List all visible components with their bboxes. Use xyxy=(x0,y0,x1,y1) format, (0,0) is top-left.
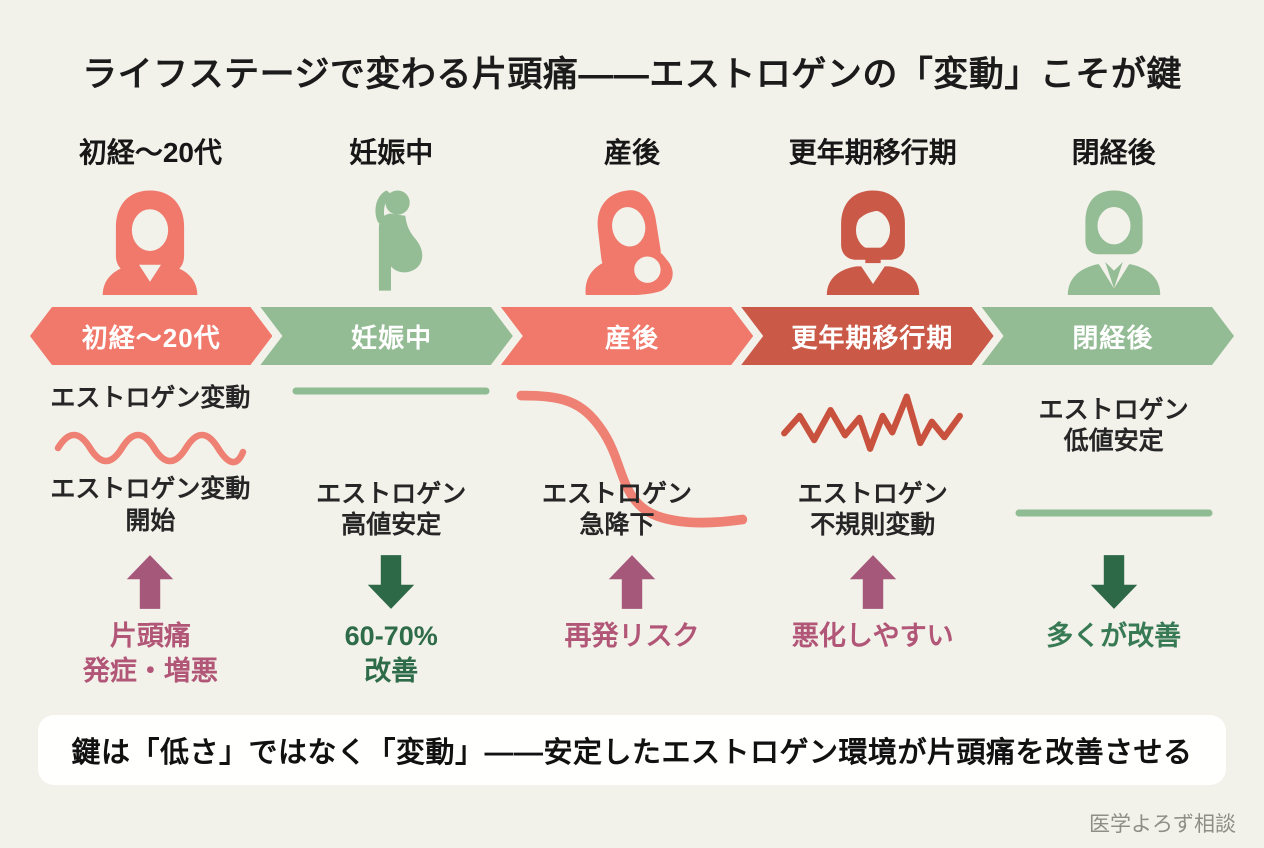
wave-line-icon xyxy=(54,432,247,466)
arrow-cell-postpartum xyxy=(512,551,753,613)
banner-segment-postpartum: 産後 xyxy=(501,307,753,365)
up-arrow-icon xyxy=(849,555,896,609)
down-arrow-icon xyxy=(367,555,415,609)
page-title: ライフステージで変わる片頭痛——エストロゲンの「変動」こそが鍵 xyxy=(82,55,1182,94)
high-stable-line-icon xyxy=(292,387,490,395)
irregular-zigzag-icon xyxy=(781,393,964,452)
stage-header-pregnancy: 妊娠中 xyxy=(349,137,434,168)
icon-cell-menarche-20s xyxy=(30,183,271,297)
arrow-cell-menarche-20s xyxy=(30,551,271,613)
outcome-perimenopause: 悪化しやすい xyxy=(791,621,954,651)
pattern-cell-postmenopause: エストロゲン 低値安定 xyxy=(993,381,1234,545)
pattern-cell-pregnancy: エストロゲン 高値安定 xyxy=(271,381,512,545)
outcome-postmenopause: 多くが改善 xyxy=(1046,621,1182,651)
credit-text: 医学よろず相談 xyxy=(1089,813,1236,836)
banner-segment-menarche-20s: 初経〜20代 xyxy=(30,307,272,365)
stage-icons-row xyxy=(0,183,1264,297)
estrogen-state-label: エストロゲン 不規則変動 xyxy=(797,479,948,539)
stage-header-perimenopause: 更年期移行期 xyxy=(788,137,957,168)
outcomes-row: 片頭痛 発症・増悪 60-70% 改善 再発リスク 悪化しやすい 多くが改善 xyxy=(0,619,1264,689)
outcome-pregnancy: 60-70% 改善 xyxy=(344,621,438,687)
arrow-cell-postmenopause xyxy=(993,551,1234,613)
banner-segment-pregnancy: 妊娠中 xyxy=(260,307,512,365)
estrogen-state-label: エストロゲン 急降下 xyxy=(541,479,692,539)
estrogen-fluctuation-caption: エストロゲン変動 xyxy=(50,384,251,412)
pattern-cell-menarche-20s: エストロゲン変動 エストロゲン変動 開始 xyxy=(30,381,271,545)
stage-header-postmenopause: 閉経後 xyxy=(1071,137,1156,168)
banner-segment-postmenopause: 閉経後 xyxy=(982,307,1234,365)
key-message-banner: 鍵は「低さ」ではなく「変動」——安定したエストロゲン環境が片頭痛を改善させる xyxy=(38,715,1226,786)
arrow-cell-pregnancy xyxy=(271,551,512,613)
middle-aged-woman-icon xyxy=(826,190,919,295)
estrogen-state-label: エストロゲン 低値安定 xyxy=(1038,396,1189,456)
young-woman-icon xyxy=(103,190,198,295)
steep-drop-line-icon xyxy=(516,390,747,528)
banner-segment-perimenopause: 更年期移行期 xyxy=(741,307,993,365)
icon-cell-postpartum xyxy=(512,183,753,297)
business-woman-icon xyxy=(1067,190,1160,295)
timeline-banner: 初経〜20代 妊娠中 産後 更年期移行期 閉経後 xyxy=(0,307,1264,365)
stage-header-menarche-20s: 初経〜20代 xyxy=(78,137,222,168)
up-arrow-icon xyxy=(127,555,174,609)
arrow-cell-perimenopause xyxy=(752,551,993,613)
estrogen-state-label: エストロゲン 高値安定 xyxy=(316,479,467,539)
stage-headers-row: 初経〜20代 妊娠中 産後 更年期移行期 閉経後 xyxy=(0,131,1264,171)
pattern-cell-postpartum: エストロゲン 急降下 xyxy=(512,381,753,545)
trend-arrows-row xyxy=(0,551,1264,613)
down-arrow-icon xyxy=(1090,555,1137,609)
pattern-cell-perimenopause: エストロゲン 不規則変動 xyxy=(752,381,993,545)
pregnant-woman-icon xyxy=(375,190,423,291)
estrogen-state-label: エストロゲン変動 開始 xyxy=(50,475,251,535)
outcome-menarche-20s: 片頭痛 発症・増悪 xyxy=(82,621,218,687)
estrogen-patterns-row: エストロゲン変動 エストロゲン変動 開始 エストロゲン 高値安定 エストロゲン … xyxy=(0,381,1264,545)
icon-cell-postmenopause xyxy=(993,183,1234,297)
icon-cell-perimenopause xyxy=(752,183,993,297)
mother-baby-icon xyxy=(585,190,673,295)
stage-header-postpartum: 産後 xyxy=(603,137,660,168)
outcome-postpartum: 再発リスク xyxy=(564,621,700,651)
low-stable-line-icon xyxy=(1015,509,1213,517)
icon-cell-pregnancy xyxy=(271,183,512,297)
up-arrow-icon xyxy=(608,555,656,609)
